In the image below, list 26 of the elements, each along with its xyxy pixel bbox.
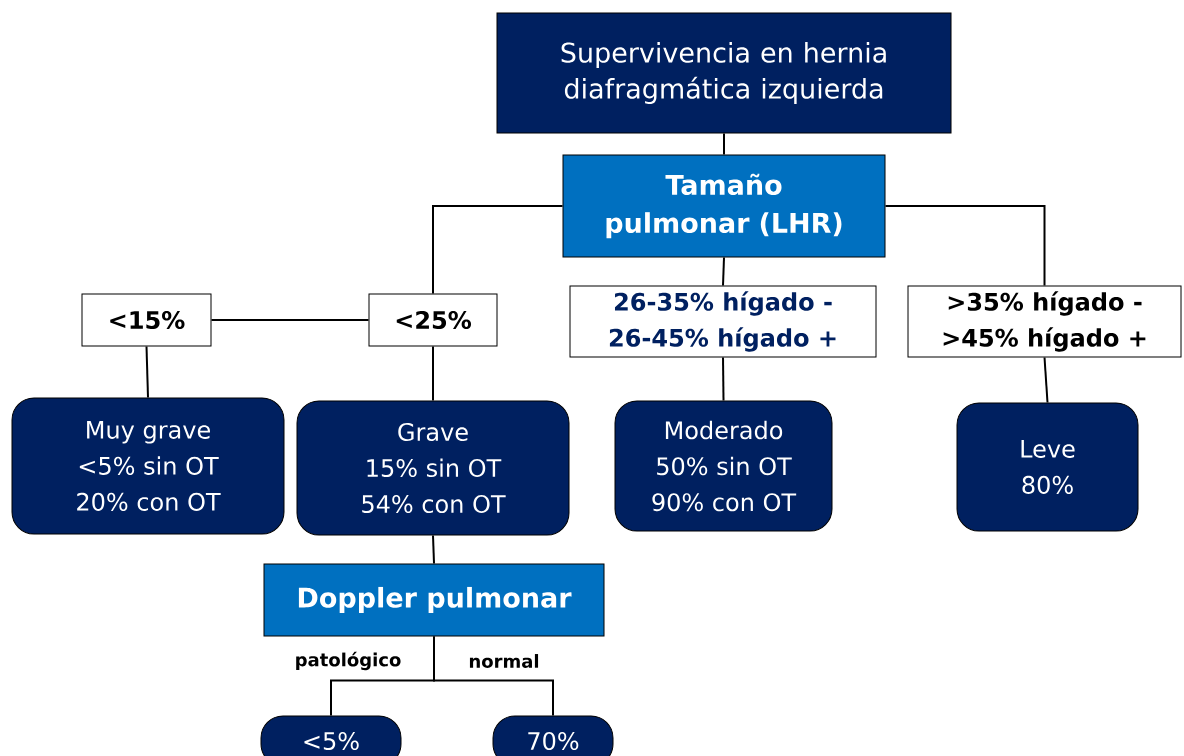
condition-box: >35% hígado - >45% hígado + [907, 285, 1182, 358]
connector-line [210, 319, 370, 321]
condition-box: <25% [368, 293, 498, 347]
connector-line [884, 205, 1046, 287]
connector-line [433, 635, 554, 717]
outcome-box: Leve 80% [956, 402, 1139, 532]
edge-label: patológico [293, 650, 403, 672]
outcome-box: Muy grave <5% sin OT 20% con OT [11, 397, 285, 535]
connector-line [722, 356, 725, 402]
outcome-box: 70% [492, 715, 614, 756]
connector-line [432, 345, 434, 402]
connector-line [145, 345, 149, 399]
connector-line [1043, 356, 1049, 404]
outcome-box: <5% [260, 715, 402, 756]
connector-line [432, 534, 435, 565]
question-box: Tamaño pulmonar (LHR) [562, 154, 886, 258]
outcome-box: Grave 15% sin OT 54% con OT [296, 400, 570, 536]
outcome-box: Moderado 50% sin OT 90% con OT [614, 400, 833, 532]
title-box: Supervivencia en hernia diafragmática izquierda [496, 12, 952, 134]
edge-label: normal [467, 653, 541, 669]
question-box: Doppler pulmonar [263, 563, 605, 637]
connector-line [722, 256, 725, 287]
connector-line [723, 132, 725, 156]
condition-box: 26-35% hígado - 26-45% hígado + [569, 285, 877, 358]
condition-box: <15% [81, 293, 212, 347]
connector-line [432, 205, 564, 295]
